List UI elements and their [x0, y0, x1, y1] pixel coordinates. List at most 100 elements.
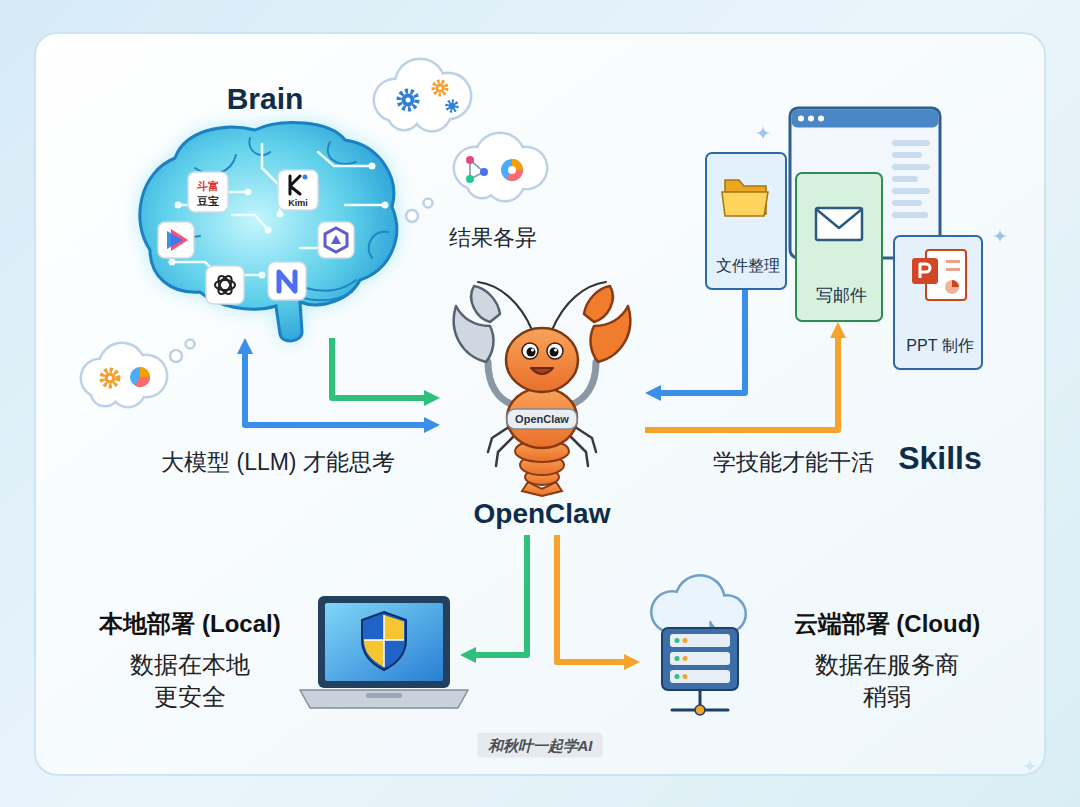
- model-logos: [158, 222, 194, 258]
- lobster-mascot: [527, 348, 536, 357]
- connector-arrow: [557, 535, 627, 662]
- ppt-icon: [912, 258, 938, 284]
- skill-card: 写邮件: [795, 172, 883, 322]
- thought-bubble: [375, 60, 470, 130]
- node-title: 文件整理: [716, 256, 780, 276]
- logo-text: 斗富: [197, 179, 219, 193]
- ppt-icon: [946, 268, 960, 271]
- thought-bubble: [399, 91, 417, 109]
- logo-text: 豆宝: [197, 194, 219, 208]
- cloud-server-icon: [683, 674, 688, 679]
- node-title: PPT 制作: [906, 336, 973, 356]
- connector-arrow: [645, 335, 838, 430]
- cloud-server-icon: [670, 652, 730, 665]
- thought-bubble: [449, 103, 456, 110]
- browser-window: [798, 116, 804, 122]
- model-logos: [325, 228, 347, 252]
- node-text: OpenClaw: [474, 497, 611, 531]
- model-logos: [303, 175, 308, 180]
- laptop-icon: [318, 596, 450, 688]
- connector-arrow: [473, 535, 527, 655]
- brain-illustration: [345, 204, 385, 207]
- lobster-mascot: [584, 286, 613, 322]
- lobster-mascot: [531, 349, 534, 352]
- cloud-server-icon: [683, 638, 688, 643]
- card-fill: [893, 235, 983, 370]
- laptop-icon: [300, 596, 468, 708]
- lobster-mascot: [507, 409, 577, 429]
- envelope-icon: [816, 208, 862, 240]
- lobster-mascot: [496, 436, 514, 466]
- node-title: 写邮件: [816, 285, 867, 306]
- brain-illustration: [245, 189, 252, 196]
- brain-illustration: [277, 211, 284, 218]
- cloud-server-icon: [683, 638, 688, 679]
- model-logos: [318, 222, 354, 258]
- brain-illustration: [382, 202, 389, 209]
- thought-bubble: [82, 344, 166, 406]
- node-text: 数据在服务商 稍弱: [807, 649, 967, 713]
- laptop-icon: [300, 690, 468, 708]
- sparkle: [1022, 758, 1038, 774]
- ppt-icon: [912, 250, 966, 300]
- node-title: Brain: [227, 82, 304, 116]
- model-logos: [278, 170, 318, 210]
- lobster-mascot: [554, 349, 557, 352]
- ppt-icon: [952, 280, 959, 287]
- cloud-server-icon: [675, 638, 680, 679]
- laptop-icon: [366, 693, 402, 698]
- thought-bubble: [466, 156, 474, 164]
- sparkle: [992, 228, 1008, 244]
- lobster-mascot: [522, 343, 538, 359]
- thought-bubble: [453, 132, 549, 203]
- sparkle: [755, 125, 771, 141]
- laptop-icon: [362, 612, 406, 670]
- node-text: 数据在本地 更安全: [120, 649, 260, 713]
- brain-illustration: [140, 123, 397, 341]
- browser-window: [892, 140, 930, 146]
- browser-window: [892, 176, 918, 182]
- laptop-icon: [364, 640, 384, 667]
- cloud-server-icon: [675, 656, 680, 661]
- cloud-server-icon: [650, 574, 747, 715]
- model-logos: [331, 235, 341, 244]
- thought-bubble: [373, 58, 473, 133]
- cloud-server-icon: [675, 638, 680, 643]
- envelope-icon: [816, 209, 862, 228]
- panel: [35, 33, 1045, 775]
- cloud-deploy: 云端部署 (Cloud)数据在服务商 稍弱: [640, 595, 1000, 720]
- brain-illustration: [369, 232, 388, 258]
- thought-bubble: [466, 175, 474, 183]
- browser-window: [892, 152, 922, 158]
- thought-bubble: [436, 84, 445, 93]
- cloud-server-icon: [675, 674, 680, 679]
- lobster-mascot: [506, 328, 578, 392]
- connector-arrow: [245, 351, 427, 425]
- thought-bubble: [406, 98, 411, 103]
- connector-arrow: [332, 338, 427, 398]
- edge-label: 大模型 (LLM) 才能思考: [161, 448, 395, 477]
- browser-window: [892, 212, 928, 218]
- brain-illustration: [249, 138, 270, 155]
- brain-illustration: [195, 155, 236, 174]
- openclaw-node: OpenClawOpenClaw: [440, 285, 645, 535]
- thought-bubble: [170, 350, 182, 362]
- skill-card: 文件整理: [705, 152, 787, 290]
- cloud-server-icon: [670, 670, 730, 683]
- ppt-icon: [946, 260, 960, 263]
- cloud-server-icon: [683, 656, 688, 661]
- cloud-server-icon: [670, 634, 730, 647]
- brain-illustration: [169, 259, 176, 266]
- thought-bubble: [130, 367, 150, 387]
- thought-bubble: [135, 377, 150, 387]
- edge-label: 学技能才能干活: [713, 448, 874, 477]
- model-logos: [216, 274, 235, 296]
- thought-bubble: [434, 82, 447, 95]
- local-deploy: 本地部署 (Local)数据在本地 更安全: [80, 595, 460, 720]
- browser-window: [892, 140, 930, 218]
- brain-illustration: [232, 215, 268, 230]
- lobster-mascot: [547, 343, 563, 359]
- model-logos: [188, 172, 228, 212]
- thought-bubble: [102, 370, 118, 386]
